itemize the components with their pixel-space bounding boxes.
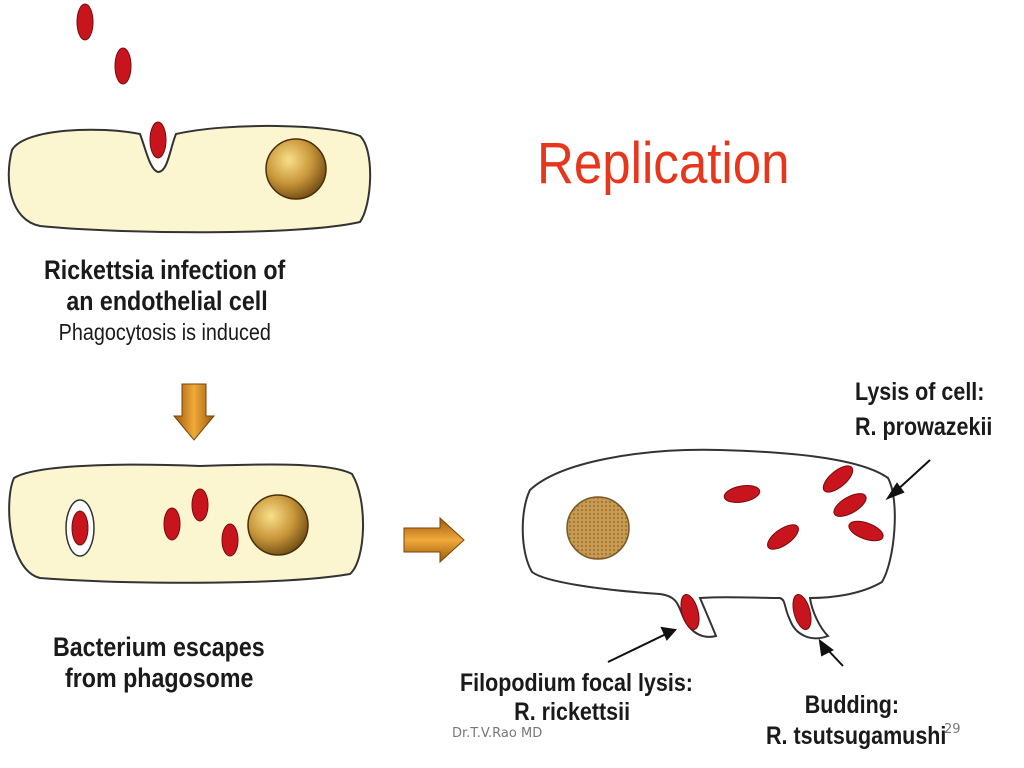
nucleus [566,496,630,560]
step1-line3: Phagocytosis is induced [58,319,271,346]
filopodium-line1: Filopodium focal lysis: [460,669,693,697]
bacterium [822,465,854,493]
bacterium [191,488,209,522]
infected-cell-release [521,448,896,640]
slide-number: 29 [944,722,961,737]
bacterium [76,3,94,41]
cell-membrane [8,463,365,584]
pointer-arrows [607,459,931,667]
bacterium [71,510,89,546]
footer-author: Dr.T.V.Rao MD [452,726,543,741]
lysis-pointer-arrow [894,459,931,493]
bacterium [848,520,884,542]
step1-line1: Rickettsia infection of [44,255,286,285]
lysis-arrowhead-icon [885,482,905,501]
budding-line2: R. tsutsugamushi [766,721,947,750]
lysis-caption: Lysis of cell: R. prowazekii [855,378,992,442]
lysis-line2: R. prowazekii [855,412,993,441]
step1-line2: an endothelial cell [66,286,268,317]
bacterium [163,507,181,541]
budding-line1: Budding: [804,691,900,719]
slide-title: Replication [537,131,790,196]
bacterium [221,523,239,557]
bacterium [767,524,799,550]
endothelial-cell-infection [7,121,372,234]
bacterium [792,593,812,631]
filopodium-pointer-arrow [607,633,667,663]
down-arrow-icon [172,383,216,441]
filopodium-line2: R. rickettsii [514,697,631,726]
lysis-line1: Lysis of cell: [855,378,985,406]
budding-arrowhead-icon [818,638,834,657]
cell-membrane [521,448,896,640]
step2-line2: from phagosome [65,663,254,694]
right-arrow-icon [403,516,465,564]
bacterium [723,485,761,503]
nucleus [247,494,309,556]
bacterium [680,593,700,631]
filopodium-arrowhead-icon [660,626,677,641]
step1-caption: Rickettsia infection of an endothelial c… [44,255,285,346]
falling-bacteria [76,3,132,85]
endothelial-cell-escape [8,463,365,584]
bacterium [149,121,167,159]
bacterium [114,47,132,85]
step2-line1: Bacterium escapes [53,632,265,662]
nucleus [265,138,327,200]
budding-caption: Budding: R. tsutsugamushi [766,691,946,751]
bacterium [833,493,867,517]
step2-caption: Bacterium escapes from phagosome [53,632,265,694]
filopodium-caption: Filopodium focal lysis: R. rickettsii [460,669,693,727]
